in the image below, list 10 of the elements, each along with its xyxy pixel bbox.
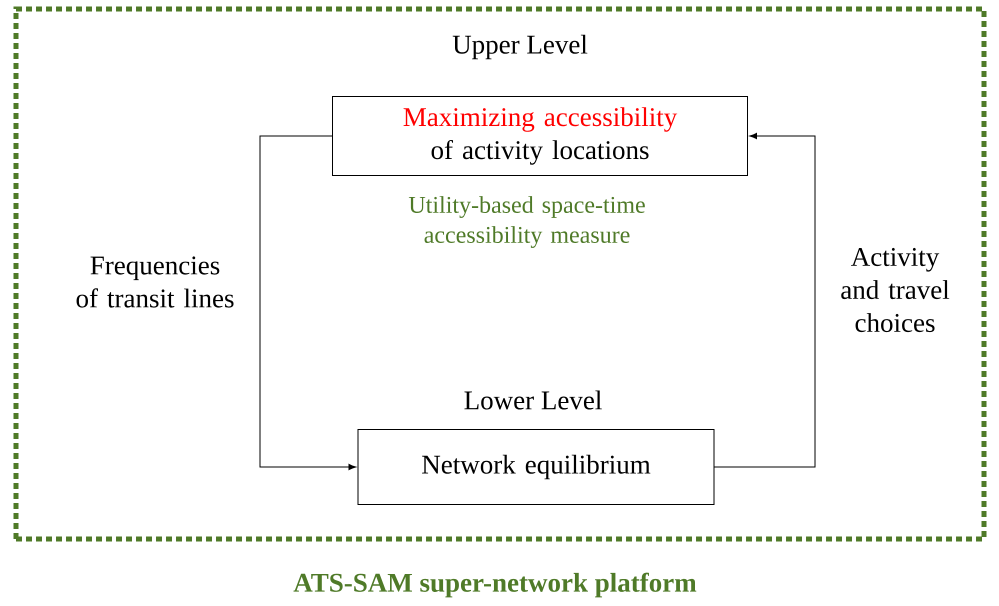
process-box: Maximizing accessibility of activity locations	[332, 96, 748, 176]
edge-label: Activity and travel choices	[841, 248, 950, 332]
process-box: Network equilibrium	[358, 429, 714, 505]
arrow	[714, 132, 816, 468]
edge-label: Frequencies of transit lines	[76, 256, 234, 308]
level-heading: Lower Level	[464, 390, 602, 410]
platform-label: ATS-SAM super-network platform	[294, 572, 696, 598]
measure-note: Utility-based space-time accessibility measure	[408, 196, 645, 248]
level-heading: Upper Level	[452, 34, 588, 60]
arrow	[260, 136, 356, 470]
